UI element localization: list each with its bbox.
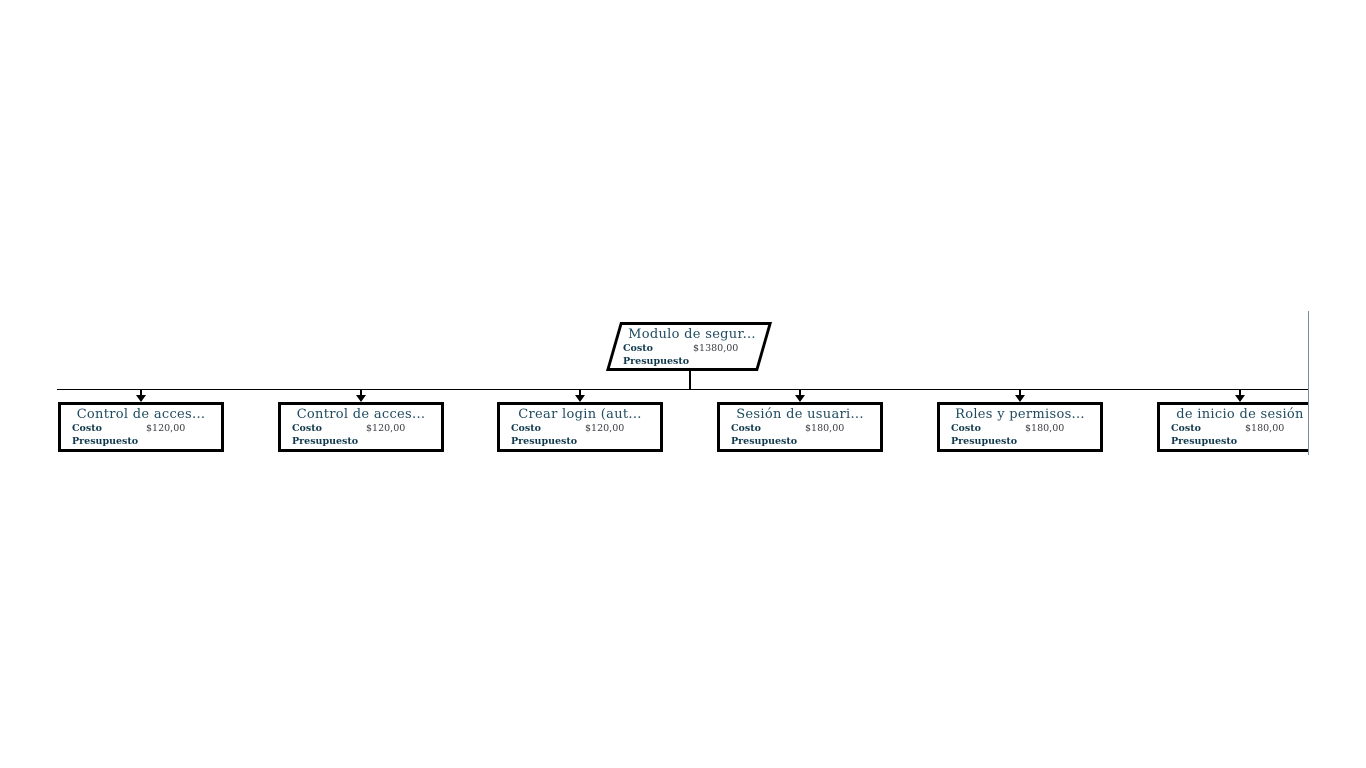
child-node-5[interactable]: Roles y permisos... Costo $180,00 Presup…	[937, 402, 1103, 452]
node-cost-row: Costo $120,00	[500, 423, 660, 436]
child-node-1[interactable]: Control de acces... Costo $120,00 Presup…	[58, 402, 224, 452]
cost-label: Costo	[1171, 423, 1201, 434]
connector-arrow-down	[1235, 389, 1245, 402]
cost-label: Costo	[731, 423, 761, 434]
child-node-6[interactable]: de inicio de sesión Costo $180,00 Presup…	[1157, 402, 1308, 452]
cost-value: $180,00	[1245, 423, 1285, 434]
cost-label: Costo	[951, 423, 981, 434]
arrow-head-icon	[1015, 395, 1025, 402]
connector-root-stem	[689, 370, 691, 390]
root-node[interactable]: Modulo de segur... Costo $1380,00 Presup…	[621, 325, 763, 368]
arrow-stem	[140, 389, 142, 397]
diagram-clip-region: Modulo de segur... Costo $1380,00 Presup…	[57, 322, 1308, 452]
node-cost-row: Costo $180,00	[940, 423, 1100, 436]
node-budget-row: Presupuesto	[720, 436, 880, 449]
node-budget-row: Presupuesto	[621, 356, 763, 369]
arrow-head-icon	[795, 395, 805, 402]
budget-label: Presupuesto	[1171, 435, 1238, 447]
node-title: Modulo de segur...	[628, 327, 756, 342]
child-node-3[interactable]: Crear login (aut... Costo $120,00 Presup…	[497, 402, 663, 452]
budget-label: Presupuesto	[72, 435, 139, 447]
arrow-head-icon	[575, 395, 585, 402]
node-cost-row: Costo $120,00	[61, 423, 221, 436]
arrow-stem	[360, 389, 362, 397]
arrow-head-icon	[356, 395, 366, 402]
node-budget-row: Presupuesto	[500, 436, 660, 449]
connector-arrow-down	[575, 389, 585, 402]
cost-label: Costo	[511, 423, 541, 434]
node-cost-row: Costo $120,00	[281, 423, 441, 436]
node-title: Roles y permisos...	[955, 407, 1085, 422]
cost-value: $1380,00	[693, 343, 739, 354]
cost-value: $180,00	[1025, 423, 1065, 434]
cost-value: $180,00	[805, 423, 845, 434]
arrow-stem	[579, 389, 581, 397]
connector-arrow-down	[356, 389, 366, 402]
cost-label: Costo	[292, 423, 322, 434]
cost-label: Costo	[72, 423, 102, 434]
node-cost-row: Costo $180,00	[720, 423, 880, 436]
node-title: Control de acces...	[76, 407, 206, 422]
arrow-stem	[1019, 389, 1021, 397]
node-cost-row: Costo $1380,00	[621, 343, 763, 356]
node-title: Sesión de usuari...	[736, 407, 864, 422]
cost-value: $120,00	[585, 423, 625, 434]
connector-arrow-down	[795, 389, 805, 402]
child-node-4[interactable]: Sesión de usuari... Costo $180,00 Presup…	[717, 402, 883, 452]
arrow-stem	[1239, 389, 1241, 397]
budget-label: Presupuesto	[623, 355, 690, 367]
budget-label: Presupuesto	[511, 435, 578, 447]
connector-horizontal-line	[57, 389, 1308, 390]
node-cost-row: Costo $180,00	[1160, 423, 1308, 436]
budget-label: Presupuesto	[292, 435, 359, 447]
cost-value: $120,00	[366, 423, 406, 434]
budget-label: Presupuesto	[731, 435, 798, 447]
connector-arrow-down	[1015, 389, 1025, 402]
canvas-edge-line	[1308, 311, 1309, 455]
node-budget-row: Presupuesto	[940, 436, 1100, 449]
arrow-head-icon	[1235, 395, 1245, 402]
connector-arrow-down	[136, 389, 146, 402]
budget-label: Presupuesto	[951, 435, 1018, 447]
arrow-head-icon	[136, 395, 146, 402]
node-budget-row: Presupuesto	[61, 436, 221, 449]
node-title: de inicio de sesión	[1176, 407, 1304, 422]
node-budget-row: Presupuesto	[281, 436, 441, 449]
node-title: Control de acces...	[296, 407, 426, 422]
child-node-2[interactable]: Control de acces... Costo $120,00 Presup…	[278, 402, 444, 452]
arrow-stem	[799, 389, 801, 397]
cost-label: Costo	[623, 343, 653, 354]
node-budget-row: Presupuesto	[1160, 436, 1308, 449]
cost-value: $120,00	[146, 423, 186, 434]
node-title: Crear login (aut...	[518, 407, 642, 422]
